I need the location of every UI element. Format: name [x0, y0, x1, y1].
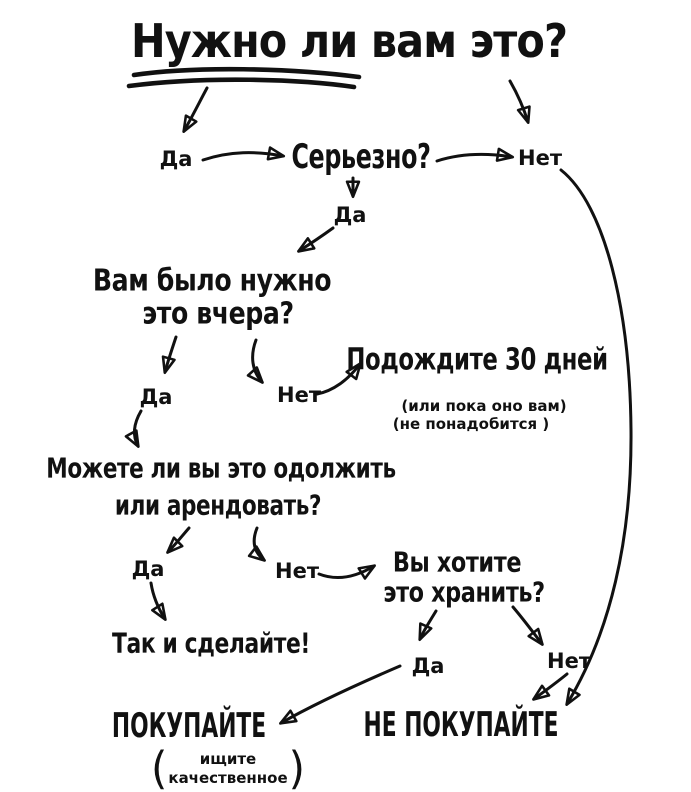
node-needed-yesterday-line1: Вам было нужно — [92, 263, 332, 299]
buy-note-lines: ищите качественное — [168, 750, 287, 788]
node-borrow-line2: или арендовать? — [114, 488, 322, 522]
arrow-needed-to-yes3 — [161, 335, 178, 375]
arrow-yes3-to-borrow — [124, 409, 143, 448]
node-wait-30-days: Подождите 30 дней — [346, 342, 608, 378]
title-underline-2 — [126, 77, 357, 90]
node-buy: ПОКУПАЙТЕ — [111, 706, 267, 747]
arrow-seriously-to-no1 — [435, 147, 515, 163]
arrow-title-to-no1 — [508, 79, 531, 125]
label-no-3: Нет — [275, 558, 319, 583]
node-wait-note-line1: (или пока оно вам) — [401, 397, 567, 416]
label-no-1: Нет — [518, 145, 562, 170]
paren-open-icon: ( — [150, 742, 168, 792]
arrow-no2-to-wait — [315, 362, 362, 396]
label-yes-3: Да — [139, 384, 173, 409]
arrow-yes1-to-seriously — [201, 146, 286, 162]
label-yes-5: Да — [411, 653, 445, 678]
node-wait-note-line2: (не понадобится ) — [392, 415, 550, 434]
arrow-keep-to-no4 — [511, 605, 544, 646]
buy-note-line2: качественное — [168, 769, 288, 787]
node-dont-buy: НЕ ПОКУПАЙТЕ — [363, 705, 559, 746]
node-do-it: Так и сделайте! — [112, 626, 310, 660]
arrow-needed-to-no2 — [246, 338, 264, 384]
label-yes-2: Да — [333, 202, 367, 227]
node-keep-line1: Вы хотите — [392, 545, 522, 579]
buy-note-line1: ищите — [199, 750, 257, 769]
arrow-no1-curve-to-dont-buy — [559, 168, 633, 706]
arrow-no3-to-keep — [317, 564, 376, 580]
arrow-borrow-to-no3 — [247, 526, 266, 562]
node-keep-line2: это хранить? — [383, 575, 545, 609]
arrow-yes2-to-needed-yesterday — [297, 226, 335, 253]
label-yes-1: Да — [159, 146, 193, 171]
node-borrow-line1: Можете ли вы это одолжить — [46, 451, 396, 485]
paren-close-icon: ) — [288, 742, 306, 792]
title-underline-1 — [131, 66, 362, 80]
node-needed-yesterday-line2: это вчера? — [142, 296, 294, 332]
arrow-no4-to-dont-buy — [532, 672, 569, 701]
arrow-borrow-to-yes4 — [166, 526, 191, 554]
label-no-2: Нет — [277, 382, 321, 407]
label-yes-4: Да — [131, 556, 165, 581]
label-no-4: Нет — [547, 648, 591, 673]
arrow-yes4-to-do-it — [149, 581, 167, 621]
arrow-yes5-to-buy — [279, 664, 402, 725]
page-title: Нужно ли вам это? — [130, 13, 568, 68]
arrow-keep-to-yes5 — [418, 609, 438, 642]
node-seriously: Серьезно? — [291, 137, 431, 178]
arrow-title-to-yes1 — [182, 86, 209, 133]
node-buy-note: ( ищите качественное ) — [150, 742, 306, 792]
